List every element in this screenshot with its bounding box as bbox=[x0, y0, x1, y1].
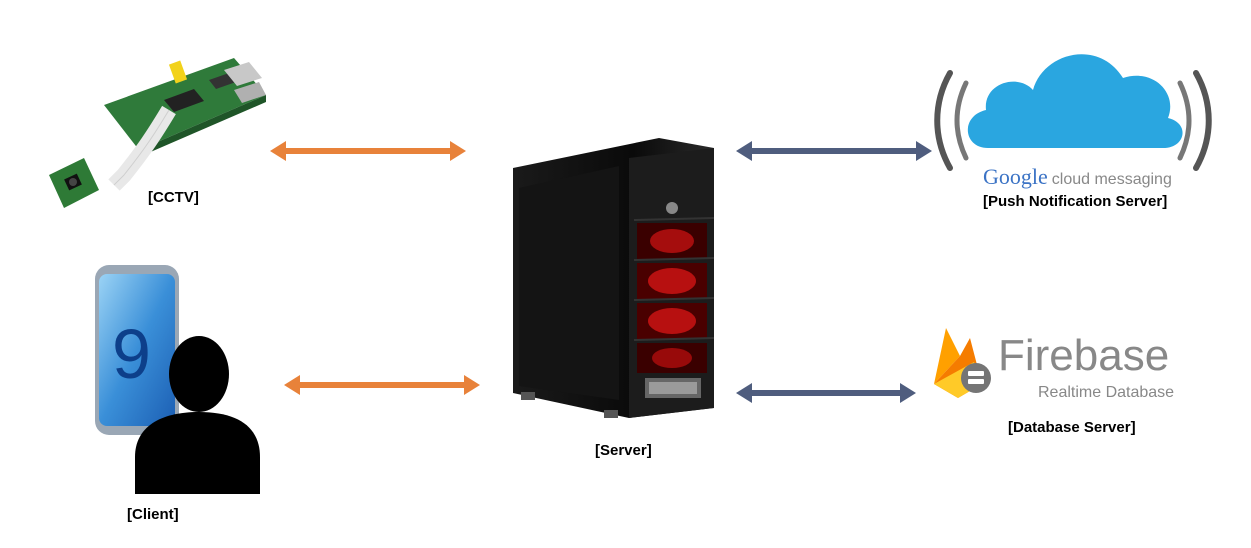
cloud-messaging-image: Google cloud messaging bbox=[928, 28, 1218, 193]
database-server-label: [Database Server] bbox=[1008, 419, 1136, 436]
push-notification-label: [Push Notification Server] bbox=[983, 193, 1168, 210]
arrow-server-push bbox=[736, 141, 932, 161]
google-wordmark: Google bbox=[983, 164, 1048, 189]
arrow-server-database bbox=[736, 383, 916, 403]
server-tower-image bbox=[509, 128, 717, 420]
google-cloud-messaging-logo: Google cloud messaging bbox=[983, 164, 1172, 190]
server-label: [Server] bbox=[595, 442, 652, 459]
client-label: [Client] bbox=[127, 506, 179, 523]
cctv-raspberry-pi-image bbox=[44, 40, 269, 215]
client-phone-person-image: 9 bbox=[90, 262, 260, 494]
realtime-database-text: Realtime Database bbox=[1038, 384, 1175, 401]
firebase-logo: Firebase Realtime Database bbox=[930, 322, 1175, 404]
arrow-cctv-server bbox=[270, 141, 466, 161]
cloud-messaging-text: cloud messaging bbox=[1051, 171, 1172, 188]
cctv-label: [CCTV] bbox=[148, 189, 199, 206]
firebase-wordmark: Firebase bbox=[998, 331, 1170, 380]
arrow-client-server bbox=[284, 375, 480, 395]
phone-digit: 9 bbox=[112, 315, 151, 393]
